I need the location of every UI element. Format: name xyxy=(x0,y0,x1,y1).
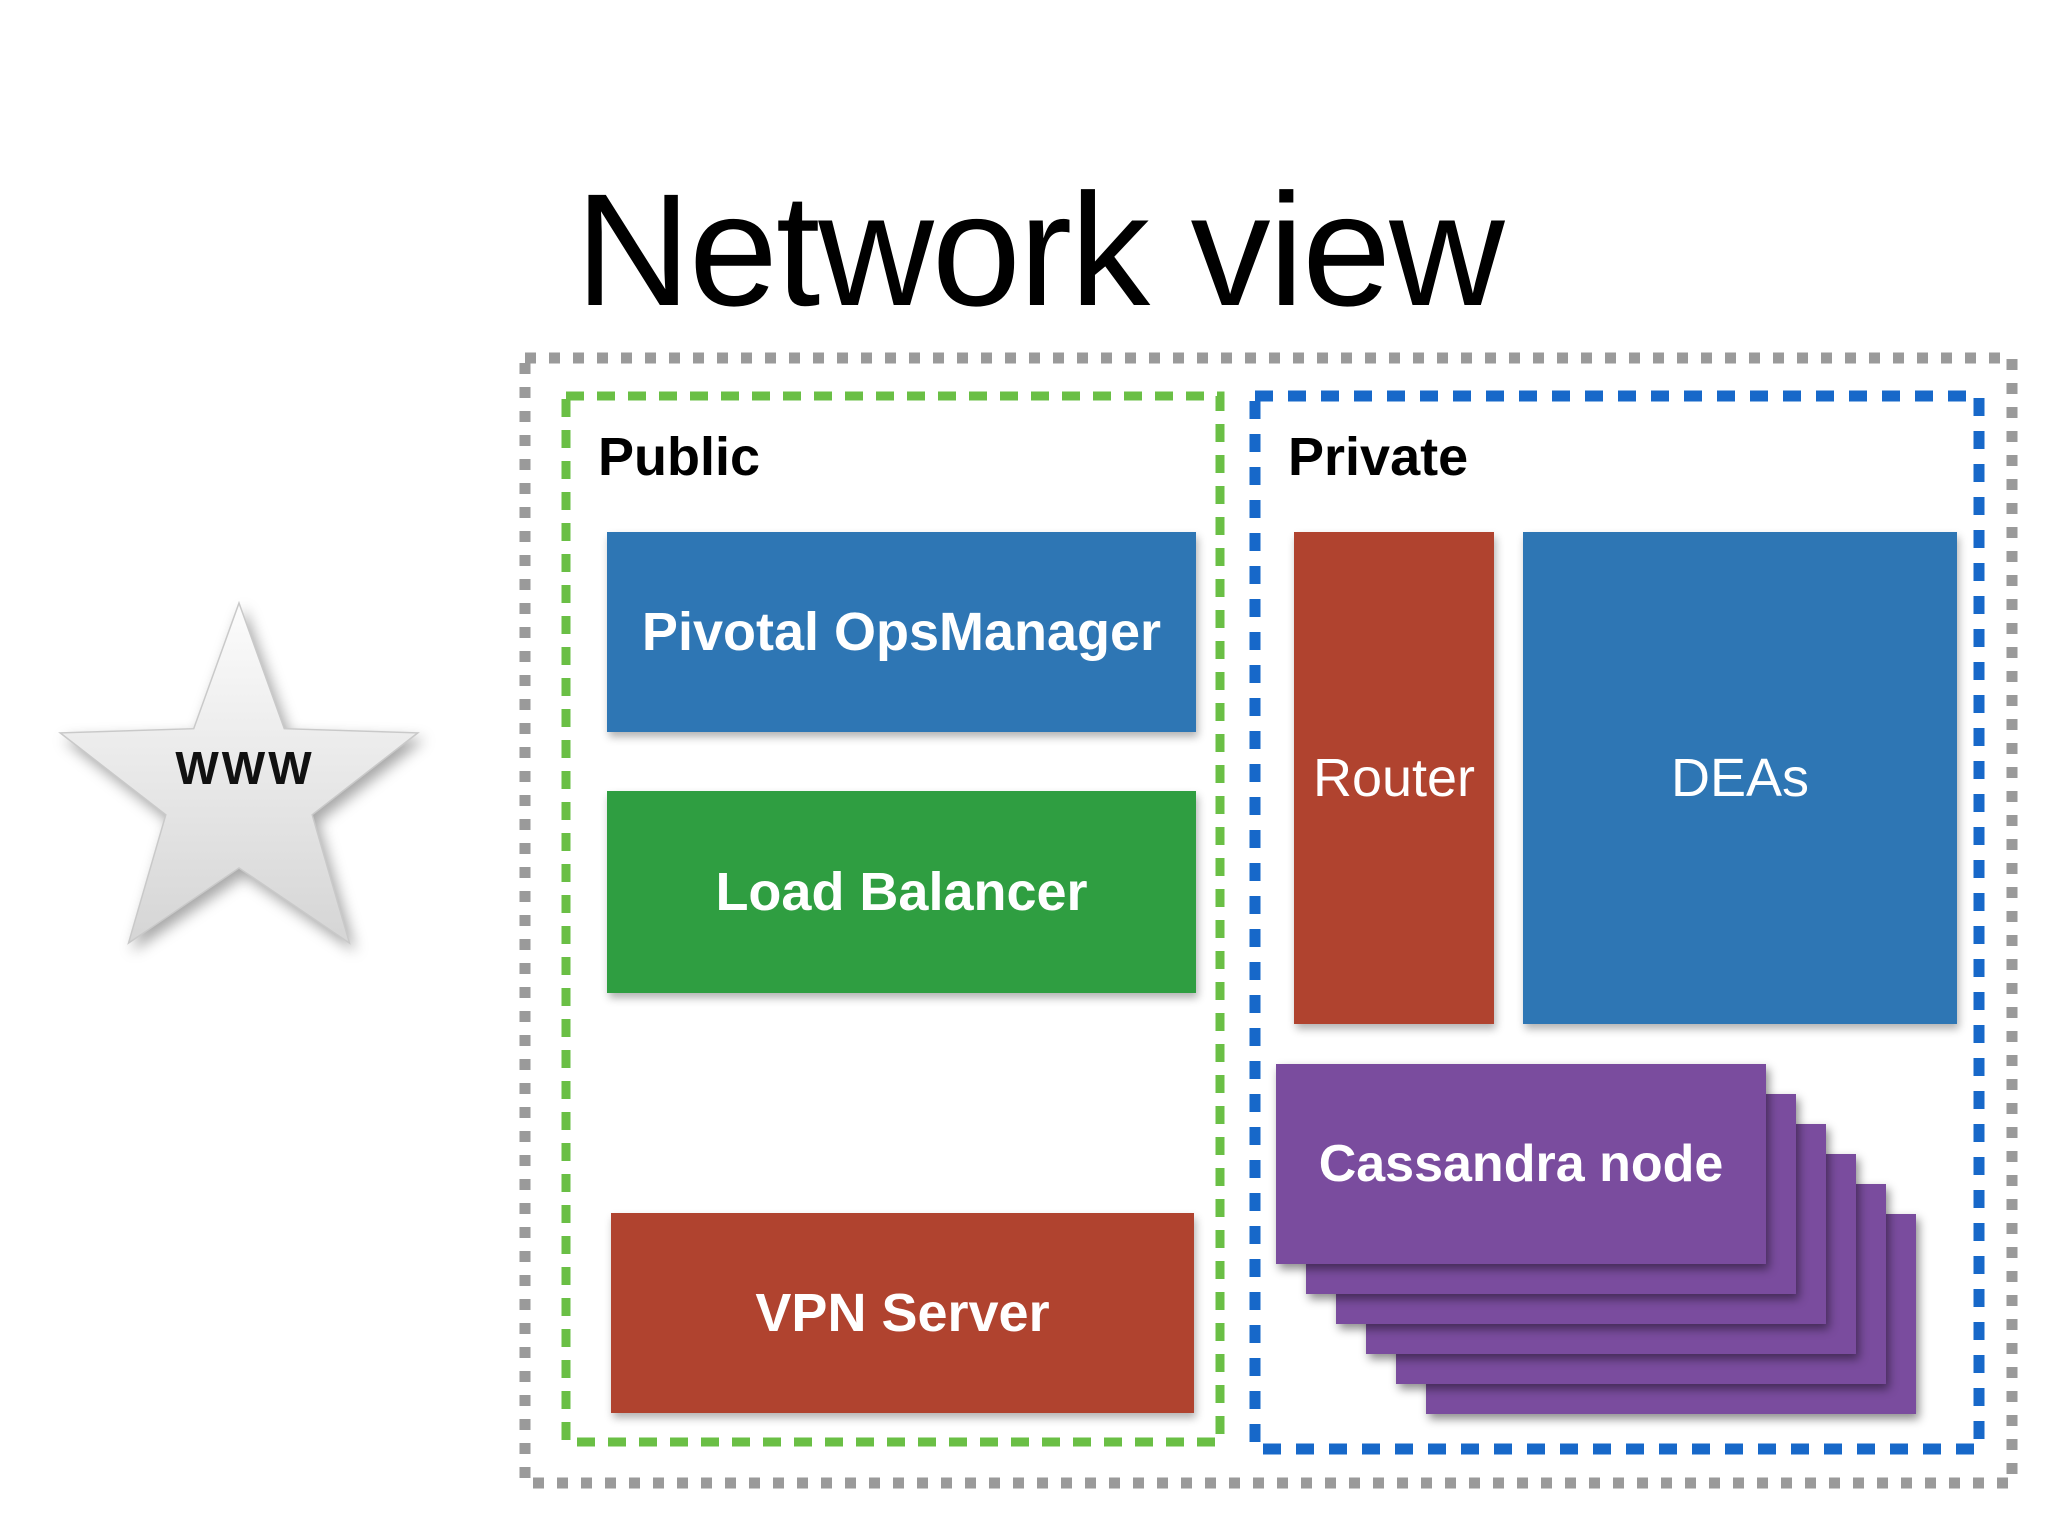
pivotal-opsmanager-box: Pivotal OpsManager xyxy=(607,532,1196,732)
vpn-server-box: VPN Server xyxy=(611,1213,1194,1413)
page-title: Network view xyxy=(575,160,1504,339)
load-balancer-box: Load Balancer xyxy=(607,791,1196,993)
cassandra-node-label: Cassandra node xyxy=(1318,1135,1724,1193)
outer-network-frame xyxy=(519,352,2018,1489)
www-star-icon: WWW xyxy=(40,583,450,973)
router-box: Router xyxy=(1294,532,1494,1024)
star-shape xyxy=(58,600,420,945)
cassandra-node-stack: Cassandra node xyxy=(1276,1064,1918,1416)
public-zone-frame xyxy=(561,391,1225,1447)
www-label: WWW xyxy=(175,742,315,794)
private-zone-label: Private xyxy=(1288,427,1469,487)
cassandra-card-front: Cassandra node xyxy=(1276,1064,1766,1264)
deas-box: DEAs xyxy=(1523,532,1957,1024)
public-zone-label: Public xyxy=(598,427,761,487)
